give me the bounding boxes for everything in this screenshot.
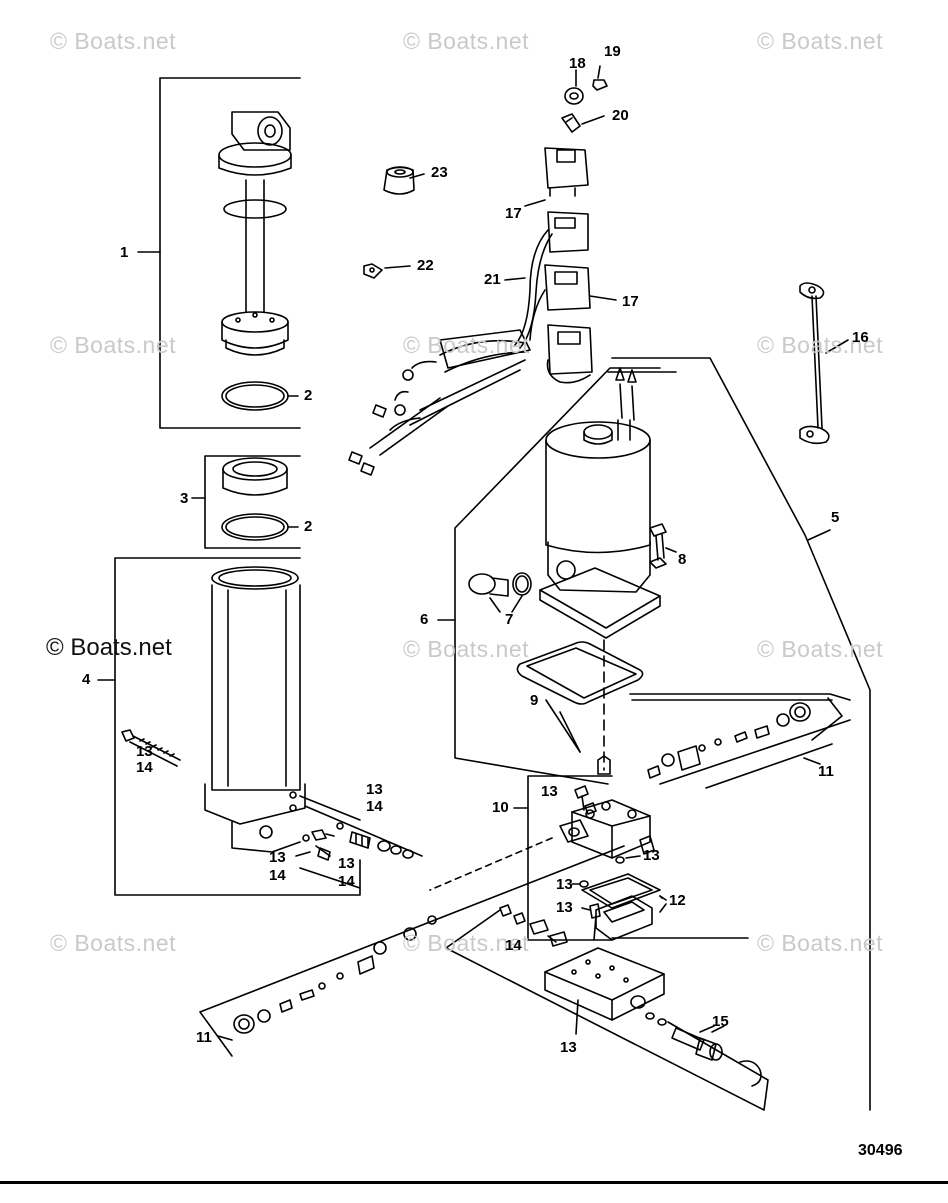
watermark-text: © Boats.net — [757, 930, 884, 956]
callout-14: 14 — [338, 873, 355, 890]
pump-body-part — [559, 799, 655, 859]
callout-12: 12 — [669, 892, 686, 909]
watermark-text: © Boats.net — [50, 28, 177, 54]
callout-22: 22 — [417, 257, 434, 274]
callout-11: 11 — [818, 763, 834, 780]
callout-13: 13 — [269, 849, 286, 866]
long-screw-part — [121, 729, 181, 767]
callout-16: 16 — [852, 329, 869, 346]
reservoir-housing-part — [204, 566, 306, 853]
manual-release-valve-part — [645, 1012, 762, 1087]
callout-10: 10 — [492, 799, 509, 816]
watermark-text-strong: © Boats.net — [46, 634, 172, 661]
callout-18: 18 — [569, 55, 586, 72]
callout-7: 7 — [505, 611, 514, 628]
callout-2: 2 — [304, 387, 313, 404]
callout-11: 11 — [196, 1029, 212, 1046]
callout-13: 13 — [366, 781, 383, 798]
callout-17: 17 — [505, 205, 522, 222]
watermark-text: © Boats.net — [403, 28, 530, 54]
watermark-text: © Boats.net — [403, 930, 530, 956]
o-ring-part-2-lower — [221, 513, 289, 541]
watermark-text: © Boats.net — [50, 930, 177, 956]
check-valve-parts-left — [299, 805, 423, 889]
callout-5: 5 — [831, 509, 840, 526]
watermark-text: © Boats.net — [403, 332, 530, 358]
manifold-base-part — [544, 947, 665, 1021]
callout-13: 13 — [643, 847, 660, 864]
callout-14: 14 — [505, 937, 522, 954]
check-valve-parts-lower — [233, 915, 437, 1034]
group-bracket-lower — [199, 845, 769, 1111]
o-ring-part-2-upper — [221, 381, 289, 411]
callout-14: 14 — [136, 759, 153, 776]
callout-13: 13 — [136, 743, 153, 760]
callout-15: 15 — [712, 1013, 729, 1030]
group-bracket-10 — [527, 775, 613, 941]
callout-2: 2 — [304, 518, 313, 535]
end-cap-part — [222, 457, 288, 496]
callout-6: 6 — [420, 611, 429, 628]
callout-23: 23 — [431, 164, 448, 181]
pump-motor-part — [539, 367, 661, 639]
group-bracket-1 — [159, 77, 301, 429]
callout-4: 4 — [82, 671, 91, 688]
callout-3: 3 — [180, 490, 189, 507]
callout-13: 13 — [556, 899, 573, 916]
callout-17: 17 — [622, 293, 639, 310]
callout-13: 13 — [560, 1039, 577, 1056]
callout-13: 13 — [541, 783, 558, 800]
callout-13: 13 — [556, 876, 573, 893]
callout-13: 13 — [338, 855, 355, 872]
gasket-part — [516, 641, 644, 753]
watermark-text: © Boats.net — [757, 332, 884, 358]
callout-21: 21 — [484, 271, 501, 288]
callout-1: 1 — [120, 244, 129, 261]
callout-19: 19 — [604, 43, 621, 60]
callout-14: 14 — [269, 867, 286, 884]
bottom-border — [0, 1181, 948, 1203]
callout-20: 20 — [612, 107, 629, 124]
watermark-text: © Boats.net — [50, 332, 177, 358]
group-bracket-6 — [454, 367, 661, 785]
check-valve-parts-right — [629, 693, 851, 789]
callout-14: 14 — [366, 798, 383, 815]
callout-8: 8 — [678, 551, 687, 568]
watermark-text: © Boats.net — [757, 28, 884, 54]
group-bracket-3 — [204, 455, 301, 549]
trim-rod-part — [218, 111, 292, 356]
group-bracket-5 — [611, 357, 871, 1111]
drawing-number: 30496 — [858, 1142, 903, 1159]
ground-strap-part — [799, 282, 849, 445]
manifold-gasket-part — [581, 873, 663, 941]
watermark-text: © Boats.net — [403, 636, 530, 662]
watermark-text: © Boats.net — [757, 636, 884, 662]
wiring-harness-part — [348, 147, 593, 476]
group-bracket-4 — [114, 557, 361, 896]
seat-parts-lower — [499, 904, 597, 947]
small-parts-top — [363, 79, 608, 279]
callout-9: 9 — [530, 692, 539, 709]
motor-screw-and-plug-parts — [468, 523, 677, 597]
